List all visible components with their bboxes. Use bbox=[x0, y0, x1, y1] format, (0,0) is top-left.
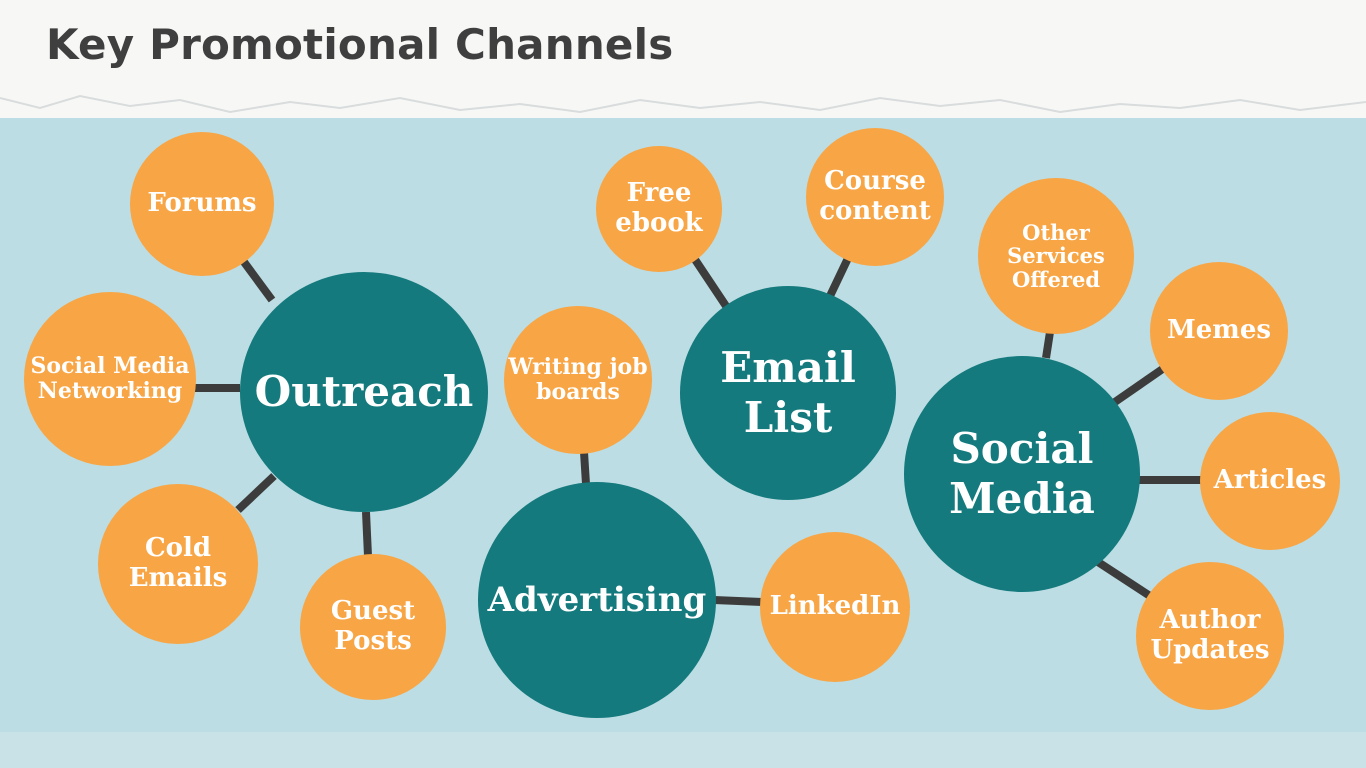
hub-outreach-label: Outreach bbox=[254, 367, 474, 417]
hub-social-media-label: Social Media bbox=[949, 424, 1095, 523]
hub-social-media: Social Media bbox=[904, 356, 1140, 592]
connector-email-course-content bbox=[826, 252, 854, 298]
leaf-free-ebook: Free ebook bbox=[596, 146, 722, 272]
connector-outreach-forums bbox=[240, 259, 276, 303]
leaf-linkedin: LinkedIn bbox=[760, 532, 910, 682]
connector-outreach-cold-emails bbox=[235, 473, 277, 513]
connector-advertising-writing-jobs bbox=[580, 451, 590, 485]
leaf-articles: Articles bbox=[1200, 412, 1340, 550]
torn-paper-edge bbox=[0, 78, 1366, 114]
connector-social-author-updates bbox=[1095, 558, 1153, 600]
leaf-forums-label: Forums bbox=[147, 188, 257, 219]
leaf-cold-emails: Cold Emails bbox=[98, 484, 258, 644]
connector-email-free-ebook bbox=[690, 255, 730, 309]
connector-advertising-linkedin bbox=[713, 596, 763, 606]
leaf-memes: Memes bbox=[1150, 262, 1288, 400]
connector-social-memes bbox=[1109, 364, 1167, 408]
bottom-band bbox=[0, 732, 1366, 768]
leaf-memes-label: Memes bbox=[1166, 315, 1271, 346]
leaf-articles-label: Articles bbox=[1213, 465, 1327, 496]
connector-outreach-guest-posts bbox=[362, 511, 372, 557]
connector-social-other-services bbox=[1042, 331, 1054, 359]
hub-advertising: Advertising bbox=[478, 482, 716, 718]
leaf-writing-job-boards-label: Writing job boards bbox=[508, 353, 648, 405]
leaf-cold-emails-label: Cold Emails bbox=[128, 533, 228, 593]
leaf-social-media-networking-label: Social Media Networking bbox=[30, 352, 190, 404]
leaf-course-content: Course content bbox=[806, 128, 944, 266]
leaf-guest-posts: Guest Posts bbox=[300, 554, 446, 700]
page-title: Key Promotional Channels bbox=[46, 20, 674, 69]
hub-outreach: Outreach bbox=[240, 272, 488, 512]
leaf-other-services-offered: Other Services Offered bbox=[978, 178, 1134, 334]
hub-email-list: Email List bbox=[680, 286, 896, 500]
leaf-linkedin-label: LinkedIn bbox=[769, 591, 901, 622]
leaf-free-ebook-label: Free ebook bbox=[615, 178, 703, 238]
leaf-author-updates-label: Author Updates bbox=[1150, 605, 1270, 665]
leaf-guest-posts-label: Guest Posts bbox=[330, 596, 416, 656]
leaf-writing-job-boards: Writing job boards bbox=[504, 306, 652, 454]
hub-email-list-label: Email List bbox=[720, 343, 856, 442]
leaf-course-content-label: Course content bbox=[819, 166, 931, 226]
leaf-forums: Forums bbox=[130, 132, 274, 276]
leaf-social-media-networking: Social Media Networking bbox=[24, 292, 196, 466]
leaf-other-services-offered-label: Other Services Offered bbox=[1007, 219, 1105, 292]
leaf-author-updates: Author Updates bbox=[1136, 562, 1284, 710]
hub-advertising-label: Advertising bbox=[487, 579, 707, 620]
